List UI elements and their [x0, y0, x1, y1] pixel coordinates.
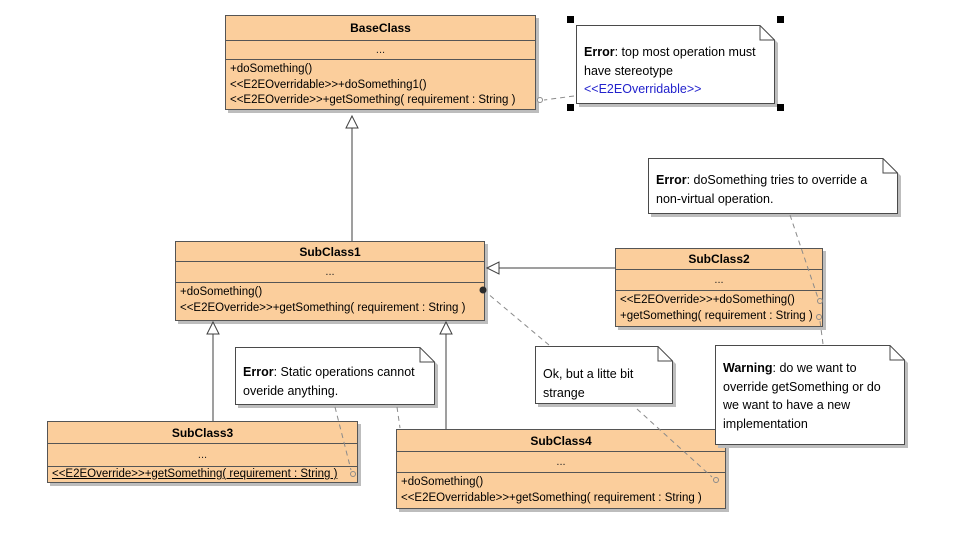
note-shape	[576, 25, 778, 107]
generalization-arrowhead	[345, 114, 359, 129]
operation[interactable]: <<E2EOverridable>>+getSomething( require…	[401, 491, 702, 504]
class-attributes-compartment: ...	[48, 443, 357, 466]
note-severity-label: Error	[584, 45, 615, 59]
note-shape	[235, 347, 438, 408]
class-baseclass[interactable]: BaseClass ... +doSomething() <<E2EOverri…	[225, 15, 536, 110]
selection-handle-bottom-right[interactable]	[777, 104, 784, 111]
note-text: Warning: do we want to override getSomet…	[723, 361, 881, 431]
class-operations-compartment: <<E2EOverride>>+doSomething() +getSometh…	[616, 290, 822, 326]
note-severity-label: Error	[656, 173, 687, 187]
class-attributes-compartment: ...	[397, 451, 725, 472]
class-subclass4[interactable]: SubClass4 ... +doSomething() <<E2EOverri…	[396, 429, 726, 509]
note-warning-override-or-new[interactable]: Warning: do we want to override getSomet…	[715, 345, 908, 448]
generalization-arrowhead	[439, 320, 453, 335]
note-shape	[648, 158, 901, 217]
class-title: SubClass2	[688, 252, 750, 266]
note-error-topmost-stereotype[interactable]: Error: top most operation must have ster…	[567, 16, 784, 111]
selection-handle-top-right[interactable]	[777, 16, 784, 23]
note-text: Ok, but a litte bit strange	[543, 367, 634, 400]
operation[interactable]: +doSomething()	[180, 286, 263, 298]
anchor-note3-subclass4[interactable]	[396, 406, 401, 429]
anchor-endpoint-circle	[537, 97, 543, 103]
anchor-note4-subclass1[interactable]	[486, 292, 550, 346]
class-attributes-compartment: ...	[176, 261, 484, 282]
generalization-arrowhead	[485, 261, 500, 275]
operation[interactable]: <<E2EOverridable>>+doSomething1()	[230, 78, 427, 91]
class-title: BaseClass	[350, 21, 411, 35]
class-operations-compartment: <<E2EOverride>>+getSomething( requiremen…	[48, 466, 357, 482]
class-title: SubClass4	[530, 433, 592, 448]
note-error-nonvirtual-override[interactable]: Error: doSomething tries to override a n…	[648, 158, 901, 217]
note-severity-label: Error	[243, 365, 274, 379]
class-attributes-compartment: ...	[226, 40, 535, 59]
selection-handle-top-left[interactable]	[567, 16, 574, 23]
note-text: Error: doSomething tries to override a n…	[656, 173, 868, 206]
class-operations-compartment: +doSomething() <<E2EOverridable>>+doSome…	[226, 59, 535, 109]
class-operations-compartment: +doSomething() <<E2EOverride>>+getSometh…	[176, 282, 484, 320]
anchor-note1-baseclass[interactable]	[543, 95, 575, 101]
class-subclass1[interactable]: SubClass1 ... +doSomething() <<E2EOverri…	[175, 241, 485, 321]
class-subclass3[interactable]: SubClass3 ... <<E2EOverride>>+getSomethi…	[47, 421, 358, 483]
generalization-arrowhead	[206, 320, 220, 335]
note-ok-strange[interactable]: Ok, but a litte bit strange	[535, 346, 676, 407]
operation[interactable]: <<E2EOverride>>+getSomething( requiremen…	[230, 94, 516, 106]
note-text: Error: top most operation must have ster…	[576, 25, 775, 104]
note-text: Error: Static operations cannot overide …	[243, 365, 415, 398]
static-operation[interactable]: <<E2EOverride>>+getSomething( requiremen…	[52, 468, 338, 480]
operation[interactable]: +doSomething()	[230, 63, 313, 75]
note-shape	[535, 346, 676, 407]
selection-handle-bottom-left[interactable]	[567, 104, 574, 111]
operation[interactable]: <<E2EOverride>>+doSomething()	[620, 294, 795, 306]
operation[interactable]: +getSomething( requirement : String )	[620, 309, 813, 322]
class-subclass2[interactable]: SubClass2 ... <<E2EOverride>>+doSomethin…	[615, 248, 823, 327]
operation[interactable]: <<E2EOverride>>+getSomething( requiremen…	[180, 301, 466, 314]
stereotype-text: <<E2EOverridable>>	[584, 82, 702, 96]
class-title: SubClass3	[171, 425, 234, 440]
class-operations-compartment: +doSomething() <<E2EOverridable>>+getSom…	[397, 472, 725, 508]
class-title: SubClass1	[299, 244, 361, 259]
operation[interactable]: +doSomething()	[401, 476, 484, 488]
note-severity-label: Warning	[723, 361, 773, 375]
note-error-static-override[interactable]: Error: Static operations cannot overide …	[235, 347, 438, 408]
note-shape	[715, 345, 908, 448]
class-attributes-compartment: ...	[616, 269, 822, 290]
